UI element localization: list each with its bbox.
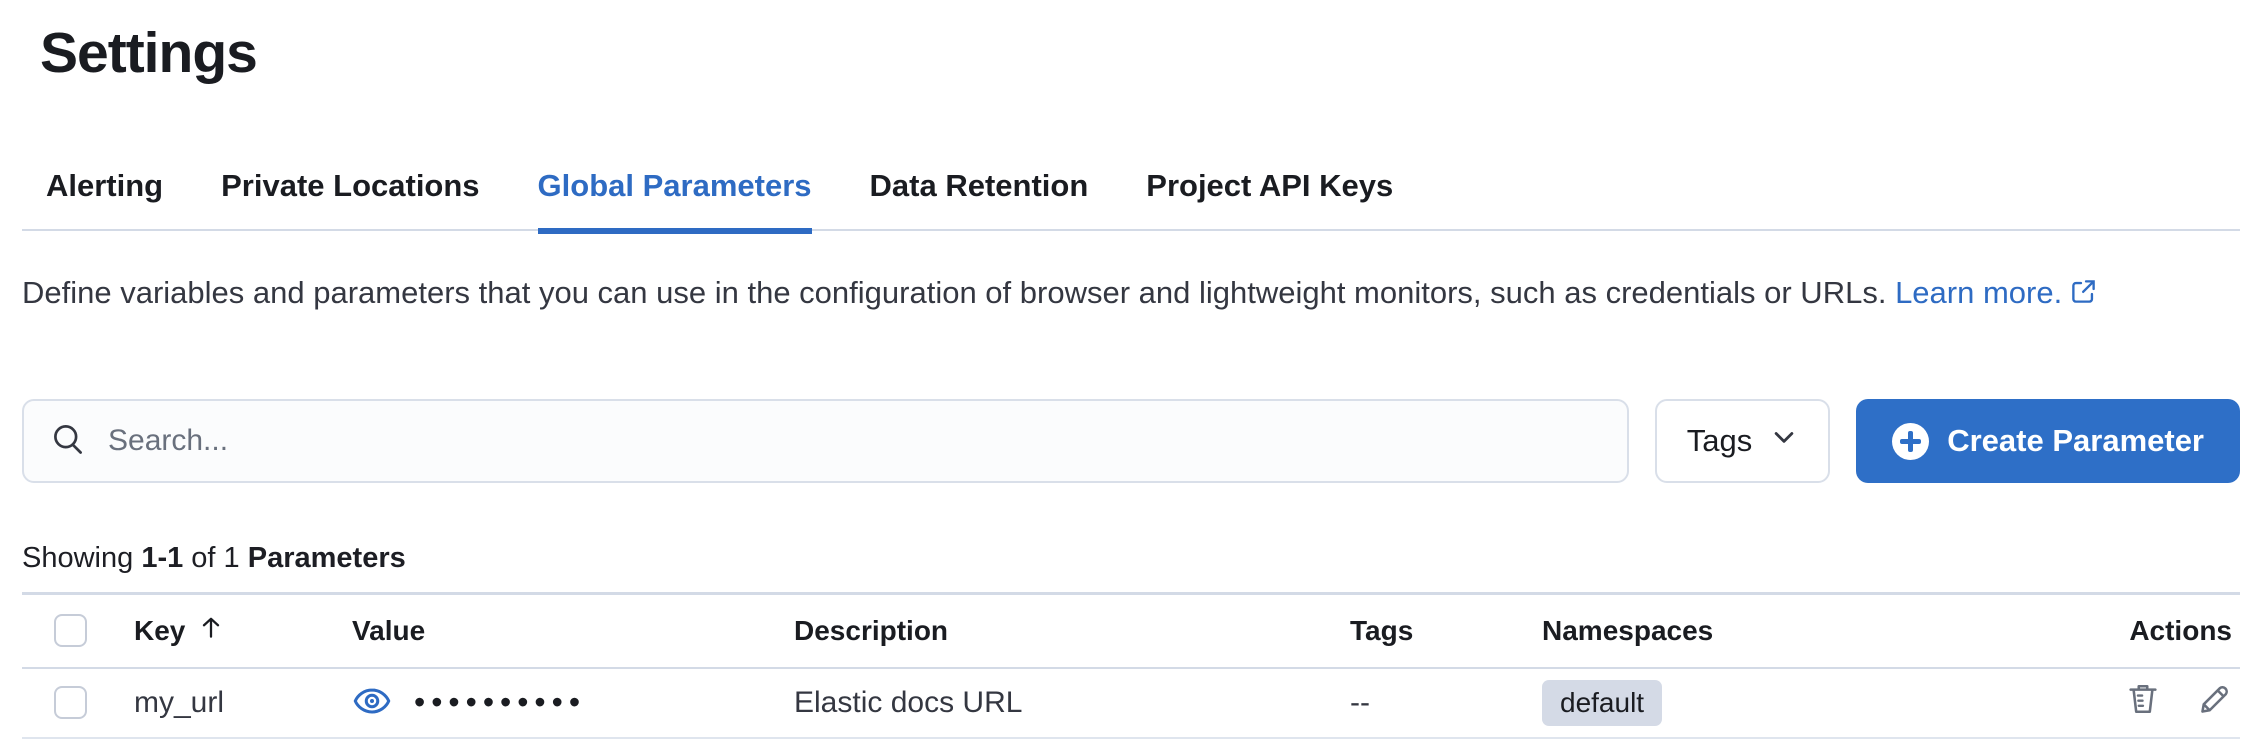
column-header-key[interactable]: Key [118,593,336,669]
tags-filter-label: Tags [1686,423,1753,458]
tab-project-api-keys[interactable]: Project API Keys [1146,168,1394,203]
page-description: Define variables and parameters that you… [22,268,2227,320]
select-all-checkbox[interactable] [54,614,87,648]
tab-data-retention[interactable]: Data Retention [869,168,1089,203]
tabbar-divider [22,229,2240,231]
summary-entity: Parameters [247,542,406,574]
parameters-toolbar: Tags Create Parameter [22,399,2240,483]
eye-icon [352,681,392,724]
tab-private-locations[interactable]: Private Locations [221,168,480,203]
column-header-value[interactable]: Value [336,593,778,669]
parameters-table: Key Value Description Tags Namespaces Ac… [22,592,2240,739]
pencil-icon [2198,682,2232,719]
column-header-namespaces[interactable]: Namespaces [1526,593,1986,669]
masked-value: •••••••••• [414,684,587,720]
sort-up-arrow-icon [197,613,225,648]
cell-actions [1986,667,2240,739]
search-icon [50,421,86,462]
edit-parameter-button[interactable] [2198,682,2232,719]
cell-key: my_url [118,667,336,739]
chevron-down-icon [1770,423,1798,459]
tab-alerting[interactable]: Alerting [46,168,164,203]
plus-in-circle-icon [1892,422,1930,460]
column-header-actions: Actions [1986,593,2240,669]
column-header-description[interactable]: Description [778,593,1334,669]
namespace-badge: default [1542,679,1663,726]
trash-icon [2126,682,2160,719]
page-title: Settings [40,21,258,85]
column-header-tags[interactable]: Tags [1334,593,1526,669]
cell-description: Elastic docs URL [778,667,1334,739]
description-text: Define variables and parameters that you… [22,275,1887,310]
cell-value: •••••••••• [336,667,778,739]
reveal-value-button[interactable] [352,681,392,724]
external-link-icon [2070,270,2097,320]
row-checkbox[interactable] [54,686,87,719]
results-summary: Showing 1-1 of 1 Parameters [22,542,406,574]
tab-global-parameters[interactable]: Global Parameters [537,168,812,234]
create-parameter-label: Create Parameter [1947,423,2204,458]
search-box[interactable] [22,399,1629,483]
cell-namespaces: default [1526,667,1986,739]
delete-parameter-button[interactable] [2126,682,2160,719]
summary-range: 1-1 [141,542,184,574]
cell-tags: -- [1334,667,1526,739]
table-header-row: Key Value Description Tags Namespaces Ac… [22,593,2240,669]
tags-filter-button[interactable]: Tags [1654,399,1831,483]
search-input[interactable] [108,424,1601,458]
learn-more-link[interactable]: Learn more. [1895,275,2097,310]
settings-tabs: Alerting Private Locations Global Parame… [46,168,1393,234]
table-row: my_url •••••••••• Elastic docs URL -- de… [22,667,2240,739]
create-parameter-button[interactable]: Create Parameter [1856,399,2240,483]
